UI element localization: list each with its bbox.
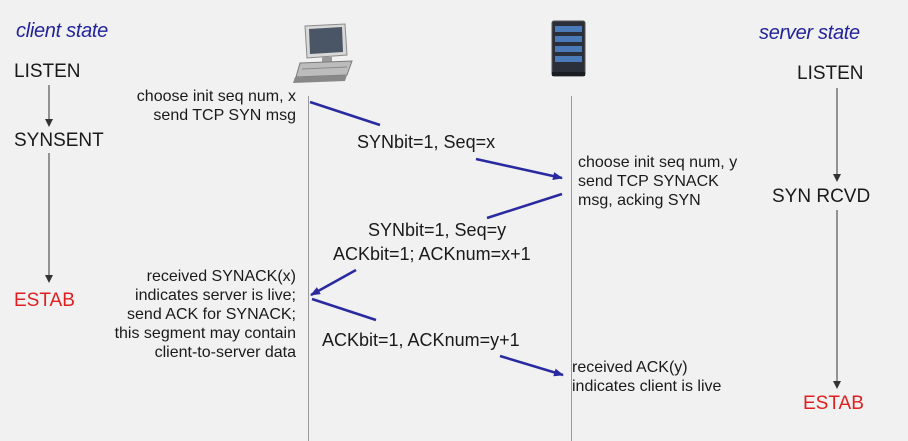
synack-arrow-part2 (310, 268, 357, 297)
server-state-header: server state (759, 22, 860, 44)
desktop-computer-icon (293, 23, 353, 83)
client-state-listen: LISTEN (14, 61, 81, 82)
server-tower-icon (551, 20, 586, 77)
client-note-received-synack: received SYNACK(x) indicates server is l… (80, 267, 296, 362)
ack-arrow-part1 (311, 297, 377, 322)
server-note-received-ack-line2: indicates client is live (572, 378, 722, 395)
server-note-init-seq-line3: msg, acking SYN (578, 192, 701, 209)
client-note-received-synack-line4: this segment may contain (114, 325, 296, 342)
client-state-synsent: SYNSENT (14, 130, 104, 151)
server-note-received-ack: received ACK(y) indicates client is live (572, 358, 721, 396)
message-ack-label: ACKbit=1, ACKnum=y+1 (322, 330, 520, 350)
server-note-received-ack-line1: received ACK(y) (572, 359, 688, 376)
client-note-received-synack-line3: send ACK for SYNACK; (127, 306, 296, 323)
client-state-header: client state (16, 20, 109, 42)
client-note-init-seq-line2: send TCP SYN msg (153, 107, 296, 124)
ack-arrow-part2 (499, 354, 564, 377)
client-note-init-seq-line1: choose init seq num, x (136, 88, 296, 105)
client-state-estab: ESTAB (14, 290, 75, 311)
server-timeline (571, 96, 572, 441)
client-timeline (308, 96, 309, 441)
message-synack-label-line1: SYNbit=1, Seq=y (368, 220, 507, 240)
client-note-received-synack-line5: client-to-server data (154, 344, 296, 361)
server-note-init-seq-line2: send TCP SYNACK (578, 173, 719, 190)
syn-arrow-part1 (309, 100, 381, 127)
client-note-init-seq: choose init seq num, x send TCP SYN msg (100, 87, 296, 125)
client-note-received-synack-line2: indicates server is live; (135, 287, 296, 304)
synack-arrow-part1 (486, 192, 563, 220)
syn-arrow-part2 (475, 157, 563, 180)
server-note-init-seq: choose init seq num, y send TCP SYNACK m… (578, 153, 737, 210)
client-note-received-synack-line1: received SYNACK(x) (146, 268, 296, 285)
server-note-init-seq-line1: choose init seq num, y (578, 154, 738, 171)
server-state-estab: ESTAB (803, 393, 864, 414)
message-syn-label: SYNbit=1, Seq=x (357, 132, 496, 152)
server-state-listen: LISTEN (797, 63, 864, 84)
server-state-syn-rcvd: SYN RCVD (772, 186, 871, 207)
message-synack-label-line2: ACKbit=1; ACKnum=x+1 (333, 244, 531, 264)
